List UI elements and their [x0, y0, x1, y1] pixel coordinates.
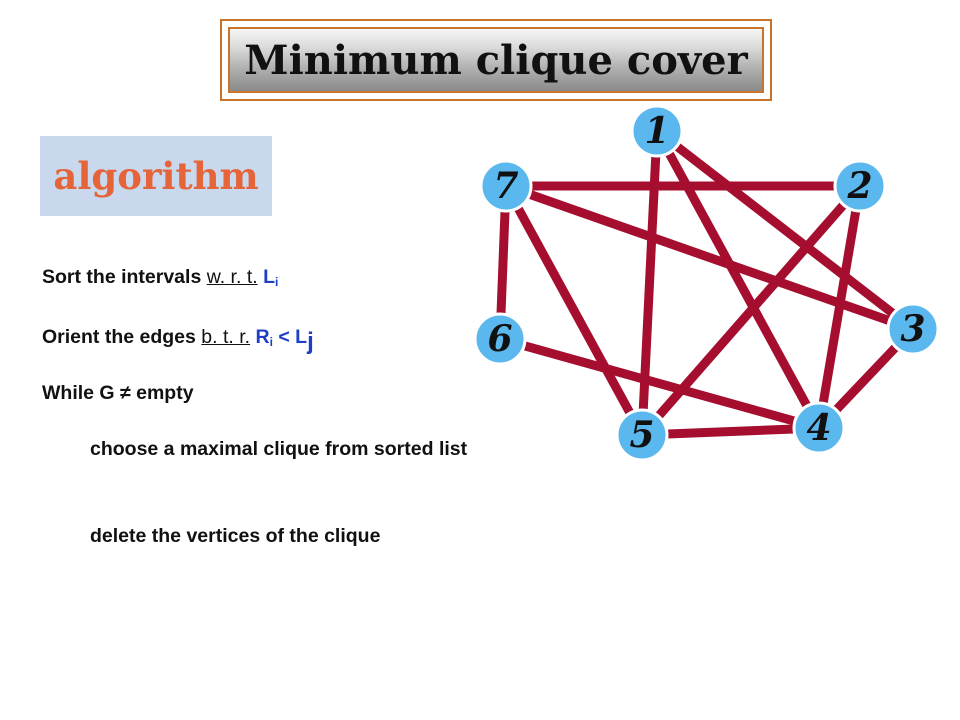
edge-1-5 [637, 130, 662, 436]
title-panel: Minimum clique cover [228, 27, 764, 93]
graph-nodes: 1 2 3 4 5 6 7 [473, 104, 940, 462]
step-sort-link[interactable]: w. r. t. [206, 266, 258, 288]
edge-5-4 [641, 423, 820, 440]
node-7: 7 [479, 159, 533, 213]
node-label-1: 1 [644, 110, 669, 152]
step-orient-link[interactable]: b. t. r. [201, 326, 251, 348]
edge-1-3 [654, 127, 916, 333]
title-frame: Minimum clique cover [220, 19, 772, 101]
node-5: 5 [615, 408, 669, 462]
node-3: 3 [886, 302, 940, 356]
step-sort-sub: i [275, 275, 279, 289]
step-orient-sub: i [269, 335, 273, 349]
node-label-5: 5 [629, 414, 654, 456]
node-label-2: 2 [846, 165, 872, 207]
node-circle-5 [615, 408, 669, 462]
step-orient-text: Orient the edges [42, 326, 202, 348]
subtitle: algorithm [53, 154, 259, 198]
edge-7-5 [502, 183, 646, 438]
node-1: 1 [630, 104, 684, 158]
edge-7-3 [504, 181, 915, 334]
edge-2-4 [814, 185, 865, 429]
node-circle-1 [630, 104, 684, 158]
step-orient-sub2: j [307, 328, 314, 355]
step-sort: Sort the intervals w. r. t. Li [42, 263, 278, 296]
edge-2-5 [638, 183, 864, 438]
node-label-6: 6 [487, 318, 512, 360]
node-label-7: 7 [493, 165, 518, 207]
step-sort-var: L [257, 266, 275, 288]
step-orient-op: < L [272, 326, 308, 348]
edge-6-4 [498, 334, 821, 433]
node-circle-3 [886, 302, 940, 356]
step-choose: choose a maximal clique from sorted list [90, 438, 468, 460]
node-4: 4 [792, 401, 846, 455]
node-6: 6 [473, 312, 527, 366]
node-label-4: 4 [806, 407, 831, 449]
node-circle-7 [479, 159, 533, 213]
edge-1-4 [653, 128, 823, 431]
subtitle-panel: algorithm [40, 136, 272, 216]
node-label-3: 3 [900, 308, 925, 350]
node-circle-4 [792, 401, 846, 455]
node-2: 2 [833, 159, 887, 213]
node-circle-2 [833, 159, 887, 213]
step-delete: delete the vertices of the clique [90, 525, 381, 547]
page-title: Minimum clique cover [244, 36, 748, 84]
node-circle-6 [473, 312, 527, 366]
step-sort-text: Sort the intervals [42, 266, 207, 288]
step-while: While G ≠ empty [42, 382, 194, 404]
step-orient-var: R [250, 326, 270, 348]
step-orient: Orient the edges b. t. r. Ri < Lj [42, 323, 314, 356]
